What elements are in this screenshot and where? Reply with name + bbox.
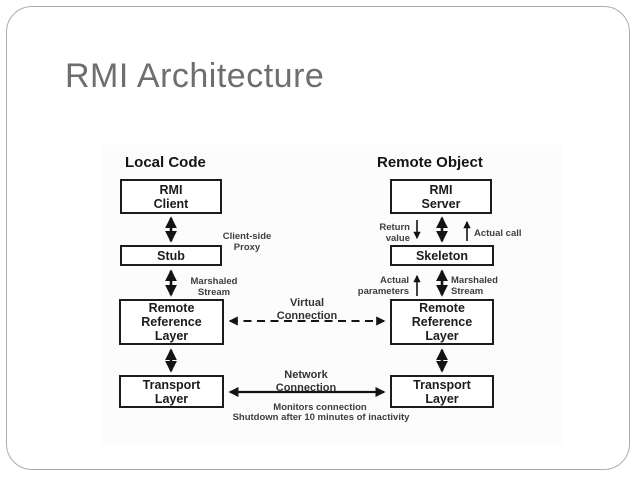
transport-layer-left-box: Transport Layer (119, 375, 224, 408)
rmi-server-box: RMI Server (390, 179, 492, 214)
slide-frame: RMI Architecture Local Code Remote Objec… (6, 6, 630, 470)
client-side-proxy-label: Client-side Proxy (222, 231, 272, 254)
rmi-client-box: RMI Client (120, 179, 222, 214)
remote-reference-layer-left-box: Remote Reference Layer (119, 299, 224, 345)
local-code-header: Local Code (125, 154, 206, 171)
actual-parameters-label: Actual parameters (357, 275, 409, 298)
return-value-label: Return value (379, 222, 410, 245)
page-title: RMI Architecture (65, 57, 325, 95)
marshaled-stream-left-label: Marshaled Stream (190, 276, 238, 299)
stub-box: Stub (120, 245, 222, 266)
monitors-connection-label: Monitors connection (273, 402, 367, 413)
transport-layer-right-box: Transport Layer (390, 375, 494, 408)
diagram-arrows (165, 216, 471, 398)
remote-object-header: Remote Object (377, 154, 483, 171)
marshaled-stream-right-label: Marshaled Stream (451, 275, 498, 298)
shutdown-note-label: Shutdown after 10 minutes of inactivity (232, 412, 410, 423)
remote-reference-layer-right-box: Remote Reference Layer (390, 299, 494, 345)
rmi-architecture-diagram: Local Code Remote Object RMI Client Stub… (102, 145, 562, 445)
skeleton-box: Skeleton (390, 245, 494, 266)
actual-call-label: Actual call (474, 228, 522, 239)
